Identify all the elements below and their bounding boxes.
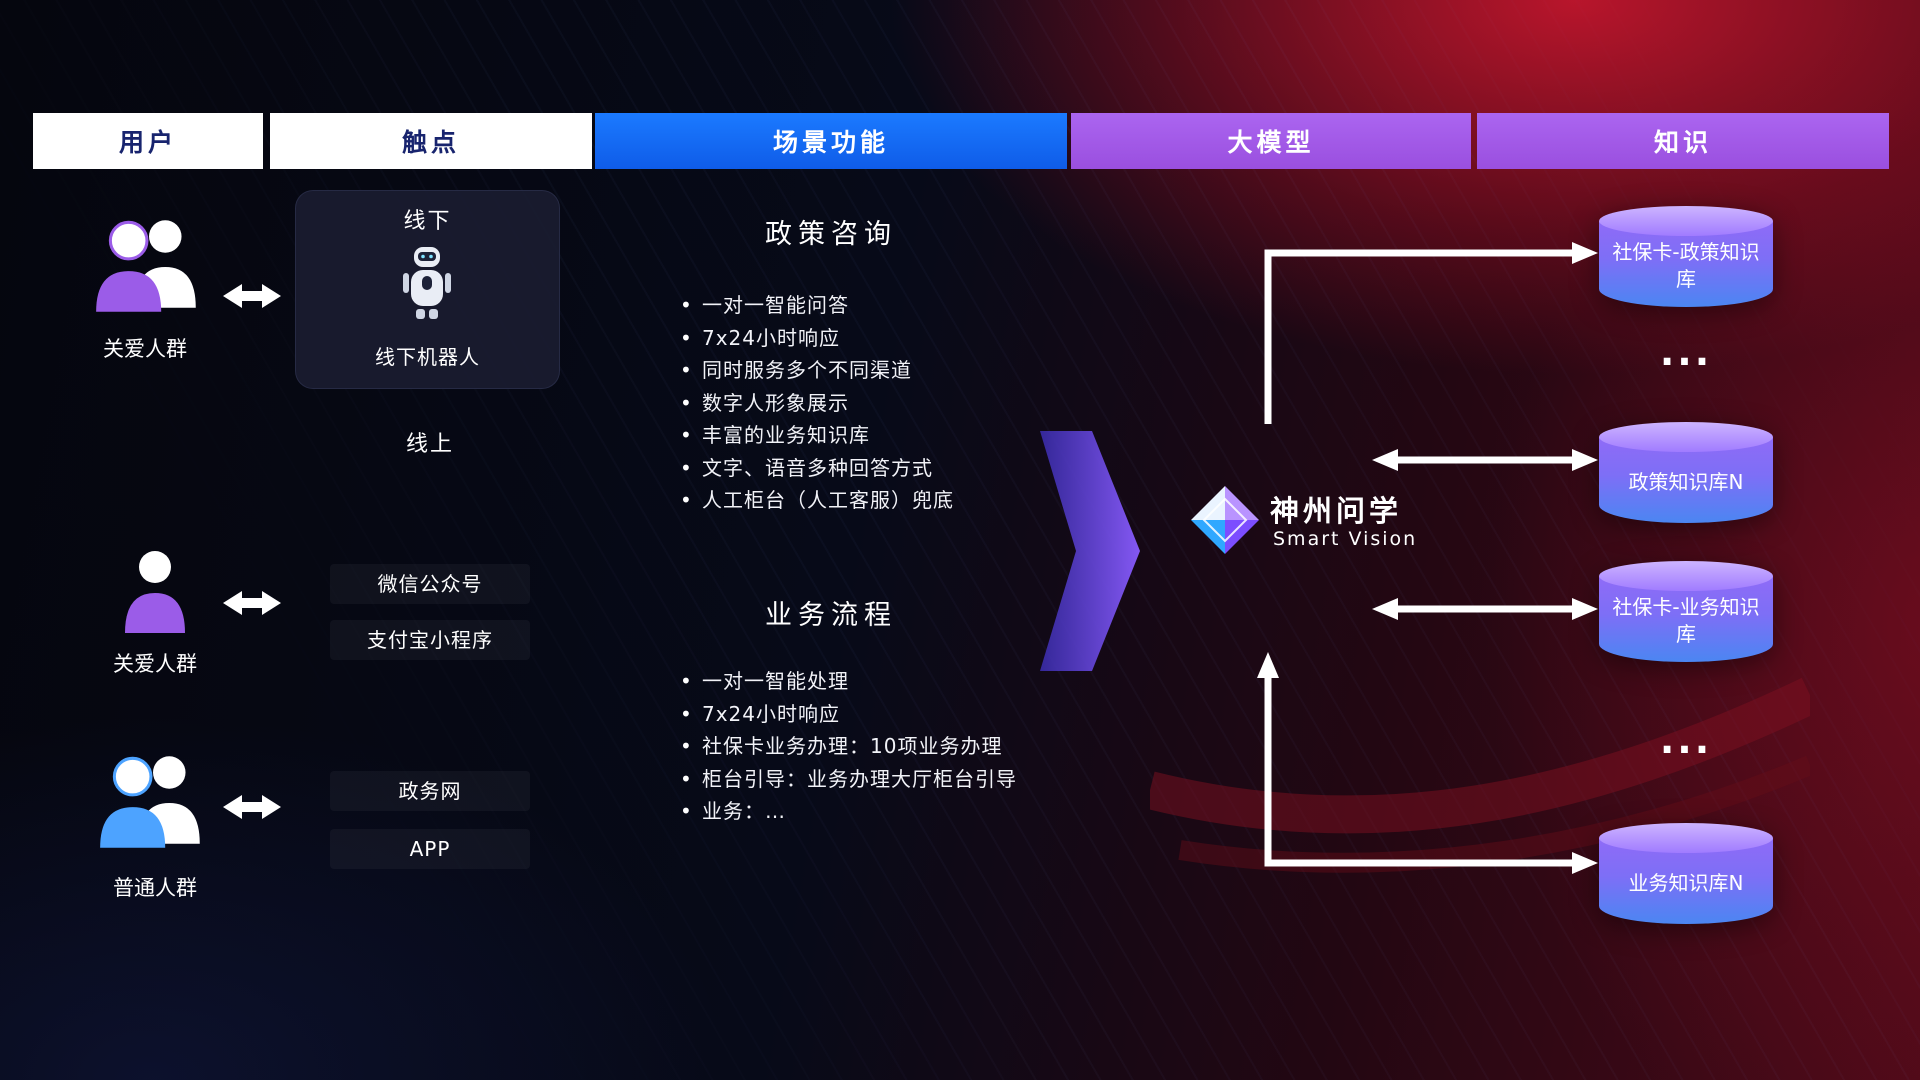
left-right-arrow-icon [223,795,281,819]
db-cylinder-business-sscard: 社保卡-业务知识库 [1599,561,1773,665]
header-cell-model: 大模型 [1071,113,1471,169]
db-label: 业务知识库N [1628,870,1744,895]
scenario-item: 一对一智能问答 [678,289,954,322]
db-label: 社保卡-政策知识库 [1612,240,1760,291]
channel-app: APP [330,829,530,869]
channel-wechat: 微信公众号 [330,564,530,604]
offline-touchpoint-card: 线下 线下机器人 [295,190,560,389]
scenario-item: 7x24小时响应 [678,698,1017,731]
scenario-item: 文字、语音多种回答方式 [678,452,954,485]
user-group-label: 关爱人群 [103,337,187,361]
left-right-arrow-icon [223,284,281,308]
online-title: 线上 [405,432,454,457]
scenario-policy-list: 一对一智能问答 7x24小时响应 同时服务多个不同渠道 数字人形象展示 丰富的业… [678,289,954,517]
db-label: 政策知识库N [1628,469,1744,494]
scenario-policy-title: 政策咨询 [765,219,897,250]
header-label: 大模型 [1227,128,1315,157]
channel-alipay-miniprogram: 支付宝小程序 [330,620,530,660]
scenario-item: 同时服务多个不同渠道 [678,354,954,387]
header-label: 知识 [1653,128,1712,157]
scenario-business-list: 一对一智能处理 7x24小时响应 社保卡业务办理：10项业务办理 柜台引导：业务… [678,665,1017,828]
db-cylinder-top [1599,561,1773,591]
scenario-item: 7x24小时响应 [678,322,954,355]
db-cylinder-top [1599,422,1773,452]
model-subtitle: Smart Vision [1273,528,1418,550]
scenario-item: 柜台引导：业务办理大厅柜台引导 [678,763,1017,796]
db-label: 社保卡-业务知识库 [1612,595,1760,646]
db-cylinder-policy-n: 政策知识库N [1599,422,1773,526]
big-right-arrow-icon [1040,431,1140,671]
db-cylinder-business-n: 业务知识库N [1599,823,1773,927]
scenario-item: 数字人形象展示 [678,387,954,420]
channel-gov-web: 政务网 [330,771,530,811]
scenario-item: 社保卡业务办理：10项业务办理 [678,730,1017,763]
header-label: 用户 [118,128,177,157]
ellipsis-dots: ... [1659,718,1713,762]
model-logo-icon [1191,486,1259,554]
offline-robot-label: 线下机器人 [375,345,480,369]
scenario-business-title: 业务流程 [765,600,897,631]
person-purple-icon [125,551,185,633]
db-cylinder-top [1599,823,1773,853]
header-cell-users: 用户 [33,113,263,169]
scenario-item: 一对一智能处理 [678,665,1017,698]
scenario-item: 业务：… [678,795,1017,828]
model-name: 神州问学 [1270,494,1403,528]
scenario-item: 人工柜台（人工客服）兜底 [678,484,954,517]
db-cylinder-policy-sscard: 社保卡-政策知识库 [1599,206,1773,310]
header-label: 场景功能 [772,128,889,157]
header-label: 触点 [401,128,460,157]
header-cell-knowledge: 知识 [1477,113,1889,169]
group-people-purple-icon [96,220,196,312]
left-right-arrow-icon [223,591,281,615]
user-group-label: 关爱人群 [113,652,197,676]
header-cell-scenarios: 场景功能 [595,113,1067,169]
group-people-blue-icon [100,756,200,848]
user-group-label: 普通人群 [113,876,197,900]
offline-title: 线下 [403,209,452,234]
ellipsis-dots: ... [1659,330,1713,374]
scenario-item: 丰富的业务知识库 [678,419,954,452]
header-cell-touchpoints: 触点 [270,113,592,169]
robot-icon [398,243,456,325]
db-cylinder-top [1599,206,1773,236]
